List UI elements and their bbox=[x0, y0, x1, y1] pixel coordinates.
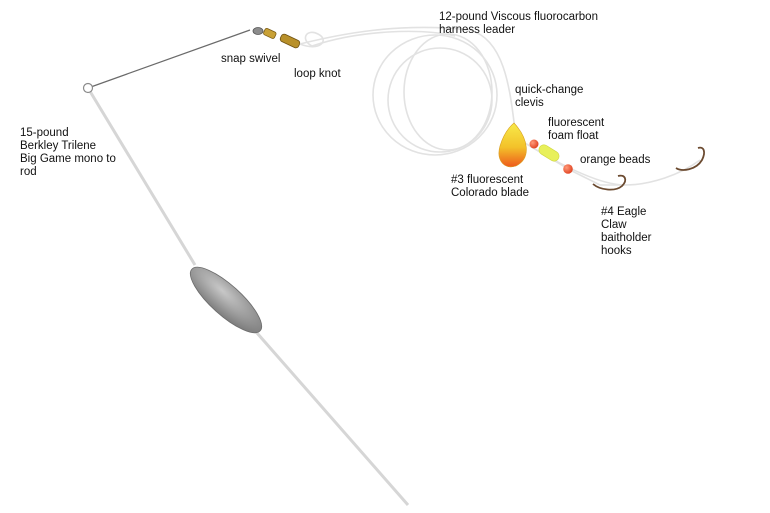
snap-swivel-icon bbox=[252, 27, 301, 49]
rod-eye-icon bbox=[82, 82, 94, 94]
label-snap-swivel: snap swivel bbox=[221, 53, 281, 65]
foam-float-icon bbox=[538, 144, 560, 162]
label-loop-knot: loop knot bbox=[294, 68, 341, 80]
wire-arm bbox=[87, 29, 251, 89]
colorado-blade-icon bbox=[498, 122, 527, 168]
walking-sinker-icon bbox=[189, 266, 263, 334]
hook-icon bbox=[592, 174, 627, 191]
hook-icon bbox=[675, 146, 705, 171]
label-foam-float: fluorescent foam float bbox=[548, 117, 605, 142]
main-line bbox=[86, 87, 410, 506]
bead-icon bbox=[563, 164, 573, 174]
label-hooks: #4 Eagle Claw baitholder hooks bbox=[601, 206, 652, 257]
bead-icon bbox=[529, 139, 539, 149]
label-mono-to-rod: 15-pound Berkley Trilene Big Game mono t… bbox=[20, 127, 116, 178]
label-clevis: quick-change clevis bbox=[515, 84, 584, 109]
label-blade: #3 fluorescent Colorado blade bbox=[451, 174, 530, 199]
label-harness-leader: 12-pound Viscous fluorocarbon harness le… bbox=[439, 11, 598, 36]
label-beads: orange beads bbox=[580, 154, 651, 166]
